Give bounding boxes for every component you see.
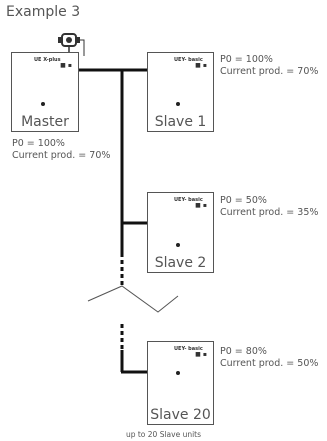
master-label: Master (21, 114, 69, 130)
slave-unit-20: UEY- basic Slave 20 ■ ▪ (147, 341, 214, 425)
slave-1-p0: P0 = 100% (220, 54, 273, 65)
slave-1-info: P0 = 100% Current prod. = 70% (220, 54, 318, 78)
break-symbol (87, 285, 179, 313)
slave-1-model-label: UEY- basic (174, 57, 203, 63)
master-unit: UE X-plus Master ■ ▪ (11, 52, 79, 132)
master-model-label: UE X-plus (34, 57, 61, 63)
slave-20-label: Slave 20 (150, 407, 211, 423)
master-info: P0 = 100% Current prod. = 70% (12, 138, 110, 162)
slave-1-indicator-icon (176, 102, 180, 106)
master-indicator-icon (41, 102, 45, 106)
footer-note: up to 20 Slave units (125, 430, 202, 439)
slave-2-model-label: UEY- basic (174, 197, 203, 203)
slave-2-p0: P0 = 50% (220, 195, 267, 206)
slave-20-p0: P0 = 80% (220, 346, 267, 357)
status-led-icon: ■ ▪ (195, 62, 207, 69)
status-led-icon: ■ ▪ (195, 202, 207, 209)
master-current: Current prod. = 70% (12, 150, 111, 161)
diagram-title: Example 3 (6, 4, 81, 20)
master-p0: P0 = 100% (12, 138, 65, 149)
slave-1-current: Current prod. = 70% (220, 66, 319, 77)
slave-20-model-label: UEY- basic (174, 346, 203, 352)
slave-2-indicator-icon (176, 243, 180, 247)
slave-20-indicator-icon (176, 371, 180, 375)
status-led-icon: ■ ▪ (195, 351, 207, 358)
slave-unit-2: UEY- basic Slave 2 ■ ▪ (147, 192, 214, 273)
slave-unit-1: UEY- basic Slave 1 ■ ▪ (147, 52, 214, 132)
slave-1-label: Slave 1 (154, 114, 207, 130)
slave-20-info: P0 = 80% Current prod. = 50% (220, 346, 318, 370)
slave-2-current: Current prod. = 35% (220, 207, 319, 218)
status-led-icon: ■ ▪ (60, 62, 72, 69)
slave-20-current: Current prod. = 50% (220, 358, 319, 369)
sensor-icon (58, 33, 85, 56)
slave-2-label: Slave 2 (154, 255, 207, 271)
slave-2-info: P0 = 50% Current prod. = 35% (220, 195, 318, 219)
